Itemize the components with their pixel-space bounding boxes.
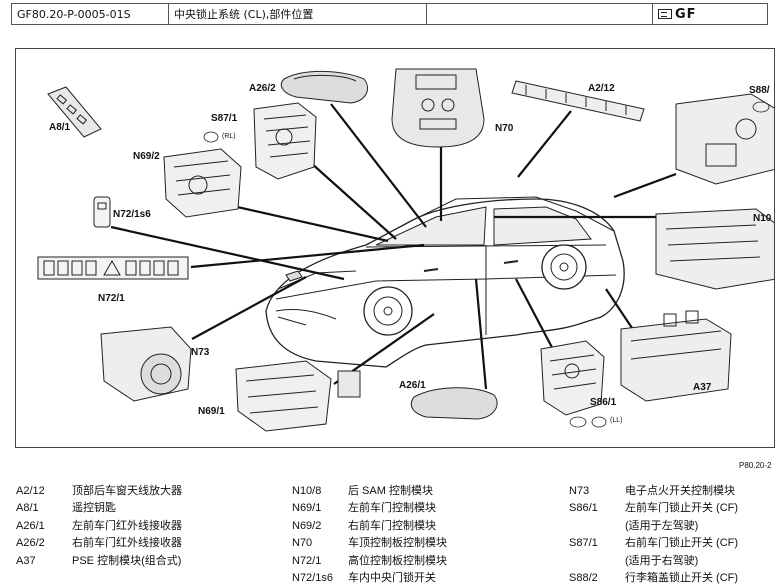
header-bar: GF80.20-P-0005-01S 中央锁止系统 (CL),部件位置 GF: [11, 3, 768, 25]
switch-n72-1s6: [93, 196, 111, 228]
header-empty-cell: [427, 4, 653, 24]
callout-s88: S88/: [749, 85, 770, 96]
figure-reference: P80.20-2: [739, 461, 772, 470]
callout-n72-1s6: N72/1s6: [113, 209, 151, 220]
callout-a26-2: A26/2: [249, 83, 276, 94]
door-module-n69-2: [163, 148, 242, 218]
callout-s86-1: S86/1: [590, 397, 617, 408]
callout-a37: A37: [693, 382, 712, 393]
sam-module-n10-8: [655, 208, 774, 290]
diagram-badges: [203, 101, 770, 428]
ignition-module-n73: [100, 326, 192, 402]
callout-a8-1: A8/1: [49, 122, 71, 133]
callout-a2-12: A2/12: [588, 83, 615, 94]
door-module-n69-1: [235, 360, 361, 432]
lock-switch-s86-1: [540, 340, 605, 416]
lock-switch-s87-1: [253, 102, 317, 180]
doc-id: GF80.20-P-0005-01S: [12, 4, 169, 24]
callout-a26-1: A26/1: [399, 380, 426, 391]
gf-icon: [658, 9, 672, 19]
callout-s87-1: S87/1: [211, 113, 238, 124]
diagram-drawing: [37, 68, 774, 432]
callout-n72-1: N72/1: [98, 293, 125, 304]
legend-row: (适用于右驾驶): [625, 554, 699, 567]
callout-n70: N70: [495, 123, 514, 134]
roof-module-n70: [391, 68, 485, 148]
remote-key-a8-1: [47, 86, 102, 138]
callout-n69-1: N69/1: [198, 406, 225, 417]
control-panel-n72-1: [37, 256, 189, 280]
callout-s87-1-note: (RL): [222, 133, 236, 140]
callout-s86-1-note: (LL): [610, 417, 623, 424]
leader-lines: [110, 103, 677, 390]
ir-receiver-a26-1: [410, 387, 498, 420]
doc-title: 中央锁止系统 (CL),部件位置: [169, 4, 427, 24]
car-illustration: [265, 196, 625, 368]
callout-n73: N73: [191, 347, 210, 358]
ir-receiver-a26-2: [280, 71, 368, 104]
callout-n69-2: N69/2: [133, 151, 160, 162]
component-location-diagram: A8/1 A26/2 S87/1 (RL) N69/2 N72/1s6 N72/…: [15, 48, 775, 448]
gf-label: GF: [675, 6, 697, 22]
gf-cell: GF: [653, 4, 767, 24]
antenna-amplifier-a2-12: [511, 80, 645, 122]
legend-row: (适用于左驾驶): [625, 519, 699, 532]
trunk-switch-s88-2: [675, 93, 774, 185]
pse-module-a37: [620, 310, 732, 402]
callout-n10: N10: [753, 213, 772, 224]
